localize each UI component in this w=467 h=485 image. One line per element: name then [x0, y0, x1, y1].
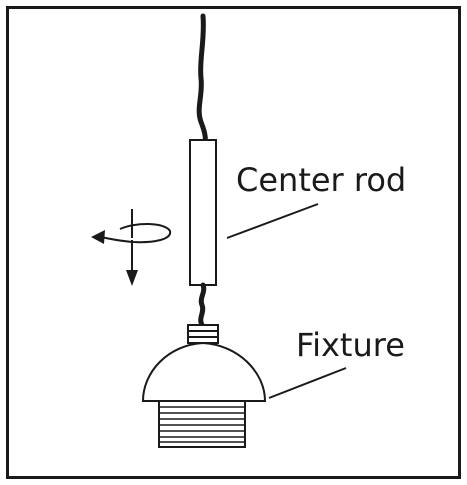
center-rod-label: Center rod	[236, 161, 406, 199]
diagram-frame	[6, 6, 461, 479]
fixture-dome	[141, 341, 267, 402]
socket-neck	[187, 324, 219, 344]
center-rod	[189, 139, 217, 286]
rotate-arrow-icon	[91, 209, 172, 244]
down-arrow-icon	[126, 240, 138, 286]
fixture-label: Fixture	[296, 326, 405, 364]
power-cord	[196, 13, 208, 145]
connecting-cord	[198, 282, 207, 328]
fixture-leader-line	[268, 367, 347, 399]
fixture-threaded-base	[158, 400, 246, 448]
center-rod-leader-line	[226, 203, 319, 239]
